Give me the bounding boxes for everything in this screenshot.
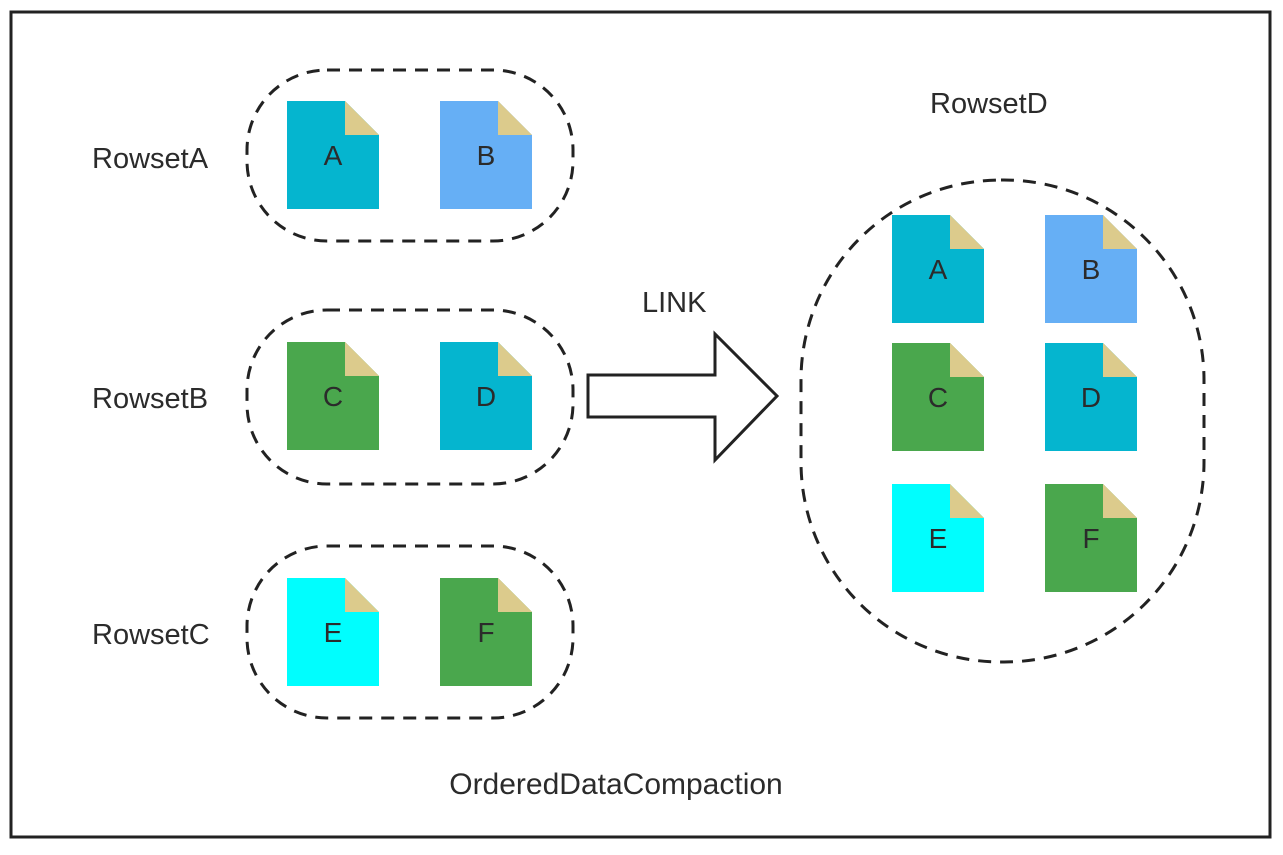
- file-fold-corner: [1103, 215, 1137, 249]
- file-icon: F: [440, 578, 532, 686]
- file-icon: C: [287, 342, 379, 450]
- file-letter: F: [1082, 523, 1099, 554]
- file-fold-corner: [345, 578, 379, 612]
- file-icon: F: [1045, 484, 1137, 592]
- link-arrow-icon: [586, 330, 780, 464]
- link-label: LINK: [642, 287, 707, 319]
- rowset-c-group: RowsetC E F: [92, 544, 575, 720]
- file-icon: B: [1045, 215, 1137, 323]
- file-icon: B: [440, 101, 532, 209]
- file-fold-corner: [1103, 484, 1137, 518]
- file-icon: A: [892, 215, 984, 323]
- rowset-a-boundary: [245, 68, 575, 243]
- file-icon: D: [440, 342, 532, 450]
- file-fold-corner: [498, 578, 532, 612]
- file-letter: D: [476, 381, 496, 412]
- rowset-b-boundary: [245, 308, 575, 486]
- file-fold-corner: [950, 484, 984, 518]
- file-letter: B: [1082, 254, 1101, 285]
- file-icon: A: [287, 101, 379, 209]
- file-letter: B: [477, 140, 496, 171]
- file-letter: E: [324, 617, 343, 648]
- file-letter: D: [1081, 382, 1101, 413]
- rowset-d-label: RowsetD: [930, 88, 1048, 120]
- file-fold-corner: [345, 101, 379, 135]
- file-fold-corner: [498, 101, 532, 135]
- rowset-c-boundary: [245, 544, 575, 720]
- rowset-b-group: RowsetB C D: [92, 308, 575, 486]
- file-letter: C: [928, 382, 948, 413]
- diagram-caption: OrderedDataCompaction: [449, 768, 783, 801]
- rowset-c-label: RowsetC: [92, 619, 210, 651]
- file-icon: C: [892, 343, 984, 451]
- file-fold-corner: [950, 215, 984, 249]
- file-icon: E: [892, 484, 984, 592]
- rowset-a-label: RowsetA: [92, 143, 209, 175]
- file-fold-corner: [1103, 343, 1137, 377]
- file-fold-corner: [950, 343, 984, 377]
- file-letter: E: [929, 523, 948, 554]
- file-fold-corner: [498, 342, 532, 376]
- rowset-d-boundary: [799, 178, 1206, 664]
- file-letter: F: [477, 617, 494, 648]
- file-fold-corner: [345, 342, 379, 376]
- file-letter: C: [323, 381, 343, 412]
- rowset-d-group: RowsetD A B C D E F: [799, 88, 1206, 664]
- file-letter: A: [929, 254, 948, 285]
- file-icon: D: [1045, 343, 1137, 451]
- link-arrow-group: LINK: [586, 287, 780, 464]
- diagram-frame: [9, 10, 1272, 839]
- file-icon: E: [287, 578, 379, 686]
- rowset-b-label: RowsetB: [92, 383, 208, 415]
- rowset-a-group: RowsetA A B: [92, 68, 575, 243]
- file-letter: A: [324, 140, 343, 171]
